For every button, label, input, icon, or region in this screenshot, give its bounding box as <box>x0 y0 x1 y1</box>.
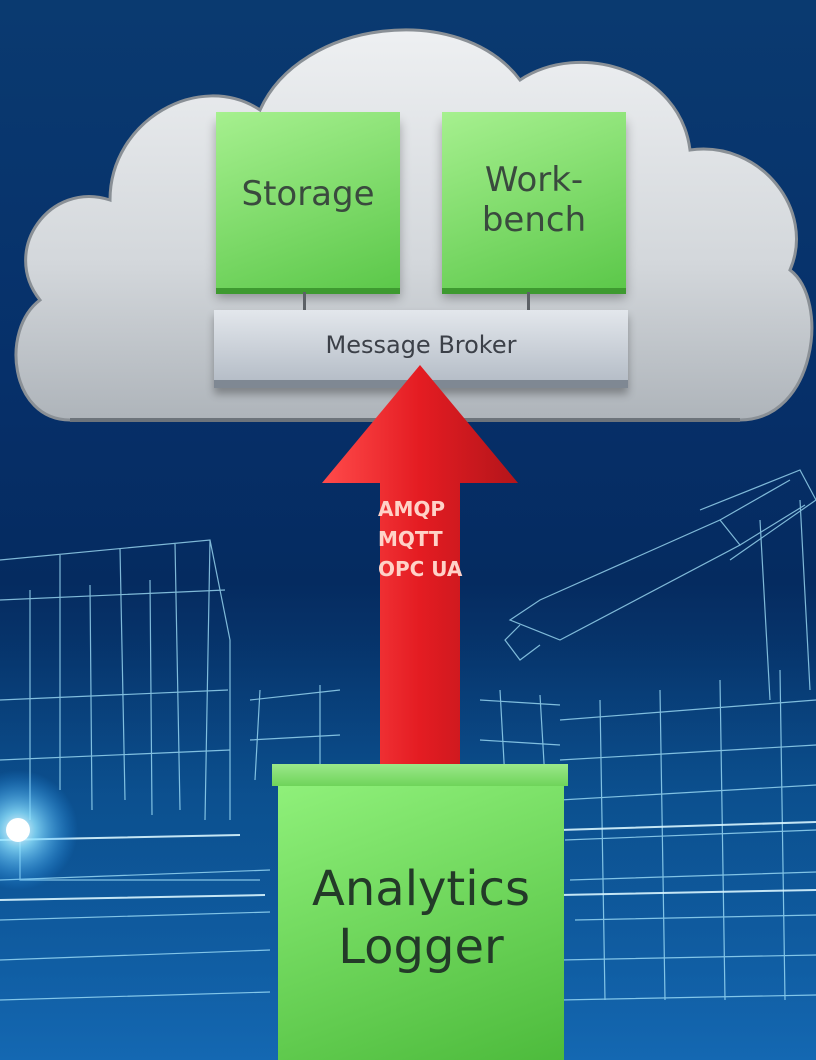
protocol-opc-ua: OPC UA <box>378 557 463 581</box>
protocol-mqtt: MQTT <box>378 527 443 551</box>
logger-label-line2: Logger <box>338 919 504 975</box>
logger-top-face <box>272 764 568 786</box>
storage-node: Storage <box>216 112 400 288</box>
message-broker-label: Message Broker <box>325 331 517 359</box>
protocol-amqp: AMQP <box>378 497 446 521</box>
storage-connector <box>303 292 306 310</box>
workbench-label-line1: Work- <box>484 160 584 200</box>
analytics-logger-node: Analytics Logger <box>278 786 564 1060</box>
workbench-connector <box>527 292 530 310</box>
storage-label: Storage <box>241 174 375 214</box>
workbench-label-line2: bench <box>481 200 587 240</box>
up-arrow-icon <box>322 365 518 775</box>
workbench-node: Work- bench <box>442 112 626 288</box>
logger-label-line1: Analytics <box>312 861 530 917</box>
